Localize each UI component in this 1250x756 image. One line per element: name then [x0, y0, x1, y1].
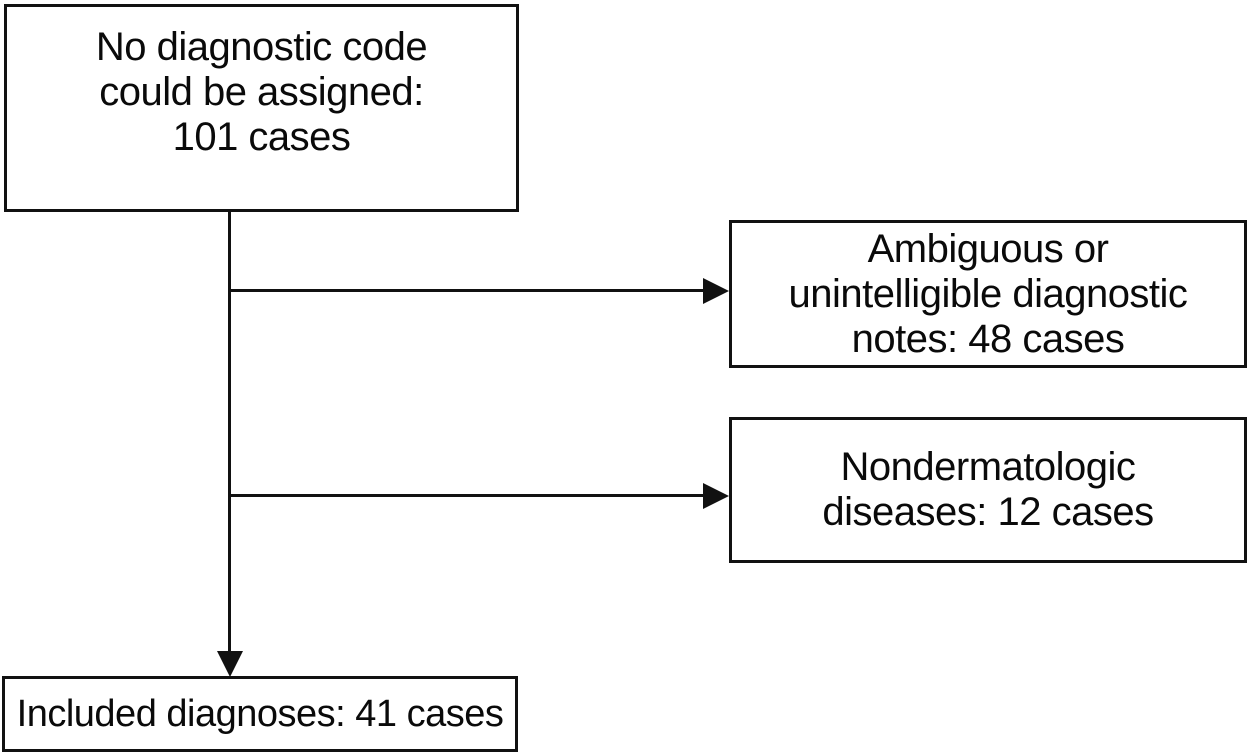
flow-box-text-line: Ambiguous or [867, 226, 1109, 271]
flow-box-text-line: 101 cases [172, 115, 351, 159]
flow-box-no-diagnostic-code: No diagnostic code could be assigned: 10… [4, 4, 519, 212]
arrowhead-right-icon [703, 483, 729, 509]
arrowhead-down-icon [217, 651, 243, 677]
flow-box-text-line: No diagnostic code [95, 25, 428, 69]
flow-box-ambiguous-notes: Ambiguous or unintelligible diagnostic n… [729, 220, 1247, 368]
connector-branch-line-nondermatologic [229, 494, 705, 497]
flow-box-text-line: diseases: 12 cases [822, 490, 1154, 534]
connector-branch-line-ambiguous [229, 289, 705, 292]
flow-box-text-line: Nondermatologic [840, 445, 1136, 489]
arrowhead-right-icon [703, 278, 729, 304]
flow-box-nondermatologic-diseases: Nondermatologic diseases: 12 cases [729, 417, 1247, 563]
flow-box-text-line: could be assigned: [99, 70, 424, 114]
flow-box-text-line: Included diagnoses: 41 cases [16, 692, 504, 735]
flow-box-included-diagnoses: Included diagnoses: 41 cases [2, 676, 518, 752]
connector-vertical-line [228, 212, 231, 652]
flow-box-text-line: notes: 48 cases [851, 316, 1125, 361]
flow-box-text-line: unintelligible diagnostic [788, 271, 1188, 316]
